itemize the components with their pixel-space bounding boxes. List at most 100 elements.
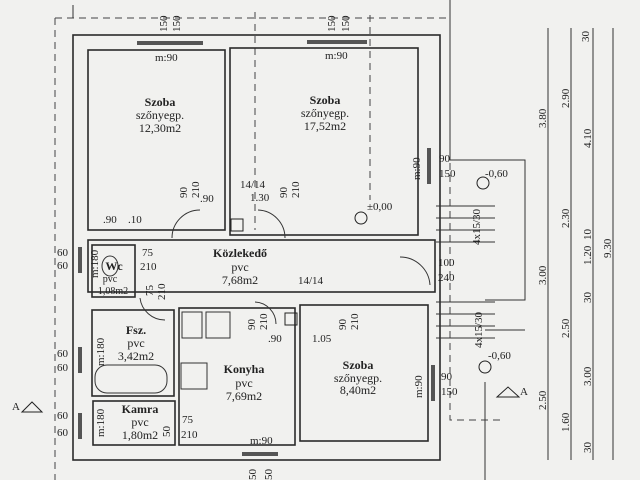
room-name: Fsz. <box>126 323 146 337</box>
room-label-szoba-2: Szoba szőnyegp. 17,52m2 <box>301 93 349 133</box>
terrace-outline <box>72 0 526 480</box>
dim-label: 75 <box>182 414 194 426</box>
dim-label: 4.10 <box>582 128 594 148</box>
bathtub <box>94 364 168 394</box>
dim-label: 210 <box>290 181 302 198</box>
room-floor: pvc <box>131 415 148 429</box>
dim-label: 3.00 <box>582 366 594 386</box>
dim-label: 30 <box>582 442 594 454</box>
room-area: 17,52m2 <box>304 119 346 133</box>
level-label: -0,60 <box>488 350 511 362</box>
room-area: 7,68m2 <box>222 273 258 287</box>
stove <box>180 362 208 390</box>
room-fsz <box>91 309 175 397</box>
dim-label: 90 <box>246 319 258 331</box>
dim-label: m:90 <box>325 50 348 62</box>
room-area: 7,69m2 <box>226 389 262 403</box>
room-label-fsz: Fsz. pvc 3,42m2 <box>118 323 154 363</box>
room-floor: szőnyegp. <box>301 106 349 120</box>
dim-label: 90 <box>337 319 349 331</box>
dim-label: 50 <box>161 426 173 438</box>
outer-wall <box>72 34 441 461</box>
dim-label: 1.05 <box>312 333 332 345</box>
dim-label: .90 <box>200 193 214 205</box>
dim-label: 210 <box>349 313 361 330</box>
room-szoba-1 <box>87 49 226 231</box>
room-area: 3,42m2 <box>118 349 154 363</box>
dim-label: 150 <box>441 386 458 398</box>
dim-label: m:90 <box>411 157 423 180</box>
sink <box>181 311 203 339</box>
dim-label: 3.80 <box>537 108 549 128</box>
room-name: Szoba <box>310 93 341 107</box>
dim-label: m:180 <box>95 337 107 366</box>
room-floor: pvc <box>127 336 144 350</box>
dim-label: 150 <box>340 15 352 32</box>
dim-label: 2.50 <box>560 318 572 338</box>
room-kamra <box>92 400 176 446</box>
room-label-konyha: Konyha pvc 7,69m2 <box>224 362 265 403</box>
room-wc <box>91 244 136 298</box>
dim-label: 210 <box>140 261 157 273</box>
room-area: 1,08m2 <box>98 286 128 297</box>
room-szoba-2 <box>229 47 419 236</box>
window <box>78 347 82 373</box>
dim-label: 3.00 <box>537 265 549 285</box>
dim-label: 1.30 <box>250 192 270 204</box>
dim-label: 60 <box>57 410 69 422</box>
dim-label: 90 <box>278 187 290 199</box>
dim-label: 210 <box>258 313 270 330</box>
stairs <box>436 205 495 339</box>
room-name: Wc <box>105 259 123 273</box>
room-kozlekedo <box>87 239 436 293</box>
window <box>78 247 82 273</box>
dim-label: 90 <box>441 371 453 383</box>
dim-label: 14/14 <box>298 275 324 287</box>
room-label-kamra: Kamra pvc 1,80m2 <box>122 402 159 442</box>
room-floor: pvc <box>235 376 252 390</box>
dimension-lines <box>547 28 614 460</box>
room-label-szoba-1: Szoba szőnyegp. 12,30m2 <box>136 95 184 135</box>
room-label-wc: Wc pvc 1,08m2 <box>98 259 128 297</box>
dim-label: 2.90 <box>560 88 572 108</box>
dim-label: 50 <box>263 469 275 480</box>
dim-label: m:180 <box>89 249 101 278</box>
room-floor: szőnyegp. <box>334 371 382 385</box>
room-area: 12,30m2 <box>139 121 181 135</box>
dim-label: 210 <box>190 181 202 198</box>
room-area: 1,80m2 <box>122 428 158 442</box>
level-marker-icon <box>354 211 368 225</box>
dim-label: 60 <box>57 260 69 272</box>
dim-label: .90 <box>268 333 282 345</box>
dim-label: 75 <box>144 285 156 297</box>
dim-label: 150 <box>326 15 338 32</box>
level-label: -0,60 <box>485 168 508 180</box>
roof-outline <box>54 12 500 480</box>
chimney <box>284 312 298 326</box>
room-floor: pvc <box>103 274 118 285</box>
chimney <box>230 218 244 232</box>
dim-label: 100 <box>438 257 455 269</box>
dim-label: m:90 <box>155 52 178 64</box>
window <box>307 40 367 44</box>
level-marker-icon <box>476 176 490 190</box>
stair-label: 4x15/30 <box>471 208 483 245</box>
dim-label: 1.20 <box>582 245 594 265</box>
dim-label: 9.30 <box>602 238 614 258</box>
room-name: Kamra <box>122 402 159 416</box>
room-konyha <box>178 307 296 446</box>
window <box>137 41 203 45</box>
dim-label: 2.30 <box>560 208 572 228</box>
window <box>78 413 82 439</box>
dim-label: 14/14 <box>240 179 266 191</box>
room-name: Közlekedő <box>213 246 267 260</box>
dim-label: 210 <box>156 283 168 300</box>
dim-label: 30 <box>580 31 592 43</box>
section-label: A <box>520 386 528 398</box>
dim-label: 60 <box>57 427 69 439</box>
level-label: ±0,00 <box>367 201 393 213</box>
dim-label: 2.50 <box>537 390 549 410</box>
room-area: 8,40m2 <box>340 383 376 397</box>
dim-label: 50 <box>247 469 259 480</box>
